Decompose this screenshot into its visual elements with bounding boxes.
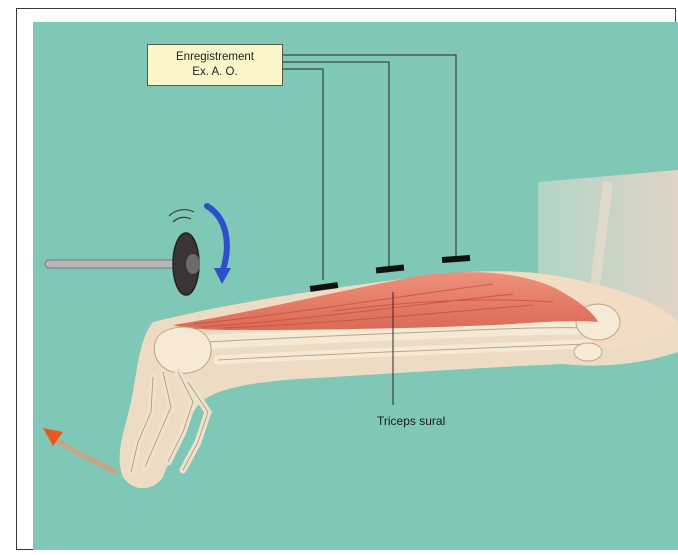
recording-label-line1: Enregistrement	[148, 50, 282, 65]
foot-motion-arrow-icon	[43, 428, 115, 472]
diagram-svg	[33, 22, 678, 550]
diagram-canvas: Enregistrement Ex. A. O. Triceps sural	[33, 22, 678, 550]
electrode-icon	[442, 255, 470, 263]
recording-label-line2: Ex. A. O.	[148, 65, 282, 80]
reflex-hammer-icon	[45, 210, 200, 295]
electrode-icon	[376, 265, 404, 274]
knee-cap	[574, 343, 602, 361]
rotation-arrow-icon	[207, 206, 231, 284]
ankle-bone	[154, 327, 211, 373]
triceps-sural-label: Triceps sural	[377, 414, 445, 428]
recording-label-box: Enregistrement Ex. A. O.	[147, 44, 283, 86]
